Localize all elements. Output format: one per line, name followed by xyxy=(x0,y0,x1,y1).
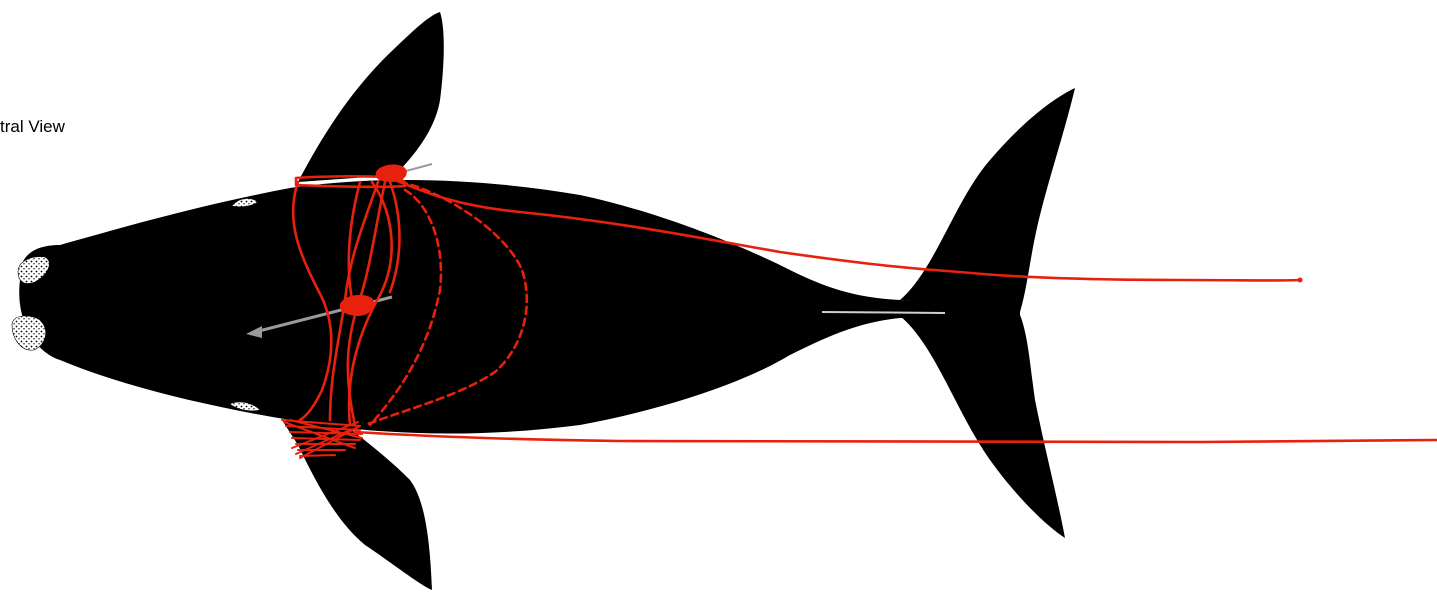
left-flipper xyxy=(298,12,444,182)
trailing-line-lower xyxy=(355,432,1437,443)
callosity-lower xyxy=(12,316,46,350)
peduncle-line xyxy=(822,312,945,313)
right-flipper xyxy=(282,420,432,590)
line-end-marker xyxy=(1298,278,1303,283)
whale-body xyxy=(19,180,1020,434)
lower-fluke xyxy=(900,315,1065,538)
